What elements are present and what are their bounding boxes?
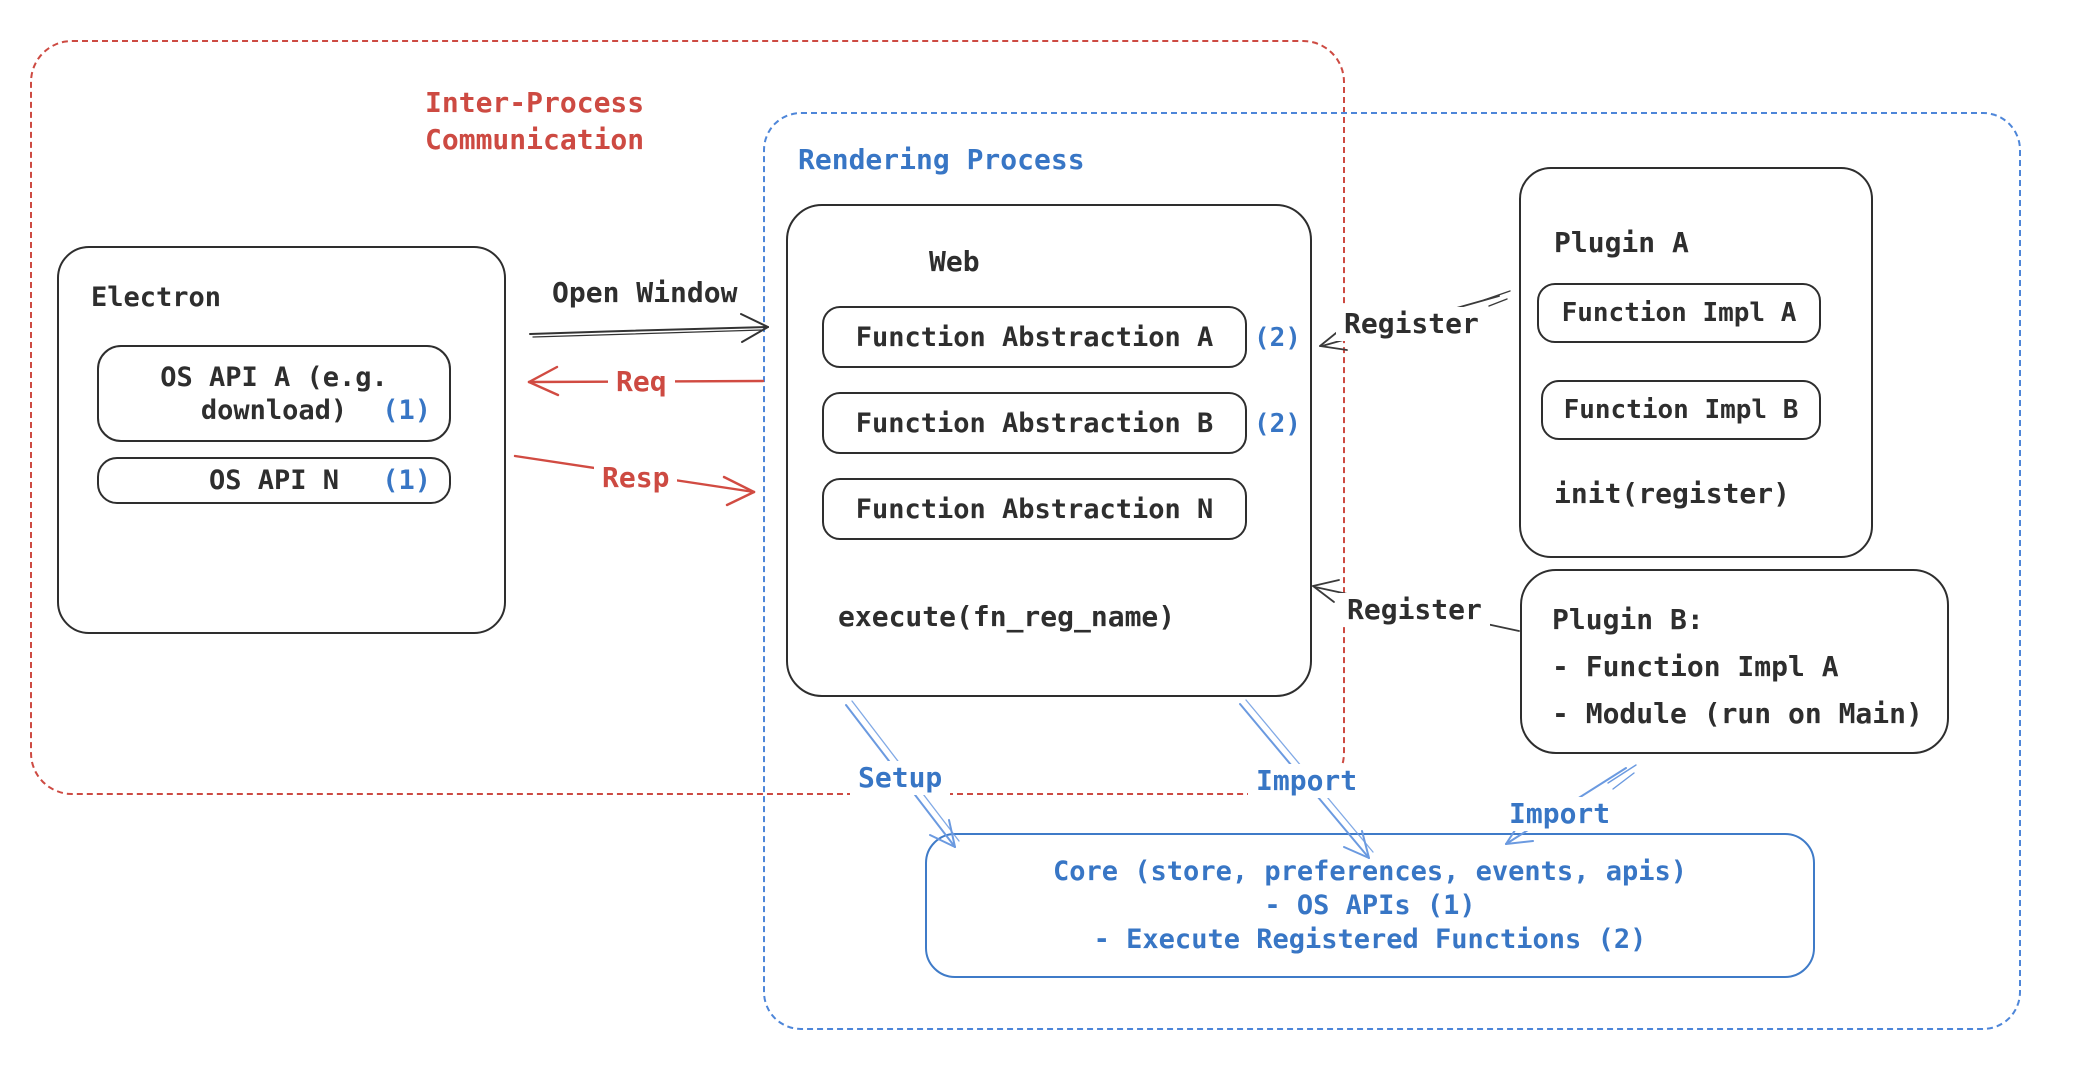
open-window-arrow: [529, 313, 769, 343]
setup-label: Setup: [850, 761, 951, 795]
os-api-a-line1: OS API A (e.g.: [160, 361, 388, 393]
function-impl-a-label: Function Impl A: [1561, 298, 1797, 328]
init-register-label: init(register): [1554, 477, 1791, 510]
function-impl-b-box: Function Impl B: [1541, 380, 1821, 440]
os-api-n-label: OS API N: [208, 465, 340, 496]
os-api-a-box: OS API A (e.g. download) (1): [97, 345, 451, 442]
plugin-b-title: Plugin B:: [1552, 603, 1704, 636]
web-box: [786, 204, 1312, 697]
plugin-b-line-module: - Module (run on Main): [1552, 697, 1923, 730]
resp-label: Resp: [594, 461, 678, 495]
electron-title: Electron: [91, 282, 222, 313]
function-abstraction-n-label: Function Abstraction N: [855, 493, 1214, 525]
function-abstraction-b-box: Function Abstraction B: [822, 392, 1247, 454]
function-impl-b-label: Function Impl B: [1563, 395, 1799, 425]
plugin-b-text: Plugin B: - Function Impl A - Module (ru…: [1552, 596, 1923, 737]
import-right-label: Import: [1501, 797, 1619, 831]
function-abstraction-b-badge: (2): [1254, 409, 1301, 439]
register-bottom-label: Register: [1339, 593, 1490, 627]
import-mid-label: Import: [1248, 764, 1366, 798]
rendering-group-label: Rendering Process: [798, 143, 1085, 176]
core-line-1: Core (store, preferences, events, apis): [1053, 855, 1687, 887]
plugin-a-title: Plugin A: [1554, 226, 1689, 259]
function-impl-a-box: Function Impl A: [1537, 283, 1821, 343]
req-label: Req: [608, 365, 675, 399]
ipc-group-box: [30, 40, 1345, 795]
function-abstraction-b-label: Function Abstraction B: [855, 407, 1214, 439]
function-abstraction-a-box: Function Abstraction A: [822, 306, 1247, 368]
web-title: Web: [929, 245, 980, 278]
os-api-n-box: OS API N (1): [97, 457, 451, 504]
open-window-label: Open Window: [552, 276, 738, 309]
ipc-group-label: Inter-Process Communication: [425, 84, 644, 158]
os-api-a-badge: (1): [382, 394, 431, 426]
core-line-3: - Execute Registered Functions (2): [1093, 923, 1647, 955]
os-api-n-badge: (1): [382, 465, 431, 496]
electron-box: [57, 246, 506, 634]
rendering-group-box: [763, 112, 2021, 1030]
core-box: Core (store, preferences, events, apis) …: [925, 833, 1815, 978]
function-abstraction-a-badge: (2): [1254, 323, 1301, 353]
register-top-label: Register: [1336, 307, 1487, 341]
plugin-a-box: [1519, 167, 1873, 558]
ipc-label-line1: Inter-Process: [425, 86, 645, 119]
function-abstraction-a-label: Function Abstraction A: [855, 321, 1214, 353]
os-api-a-line2: download): [200, 394, 348, 426]
core-line-2: - OS APIs (1): [1264, 889, 1476, 921]
execute-label: execute(fn_reg_name): [838, 600, 1176, 633]
plugin-b-line-impl-a: - Function Impl A: [1552, 650, 1839, 683]
function-abstraction-n-box: Function Abstraction N: [822, 478, 1247, 540]
plugin-b-box: [1520, 569, 1949, 754]
ipc-label-line2: Communication: [425, 123, 645, 156]
